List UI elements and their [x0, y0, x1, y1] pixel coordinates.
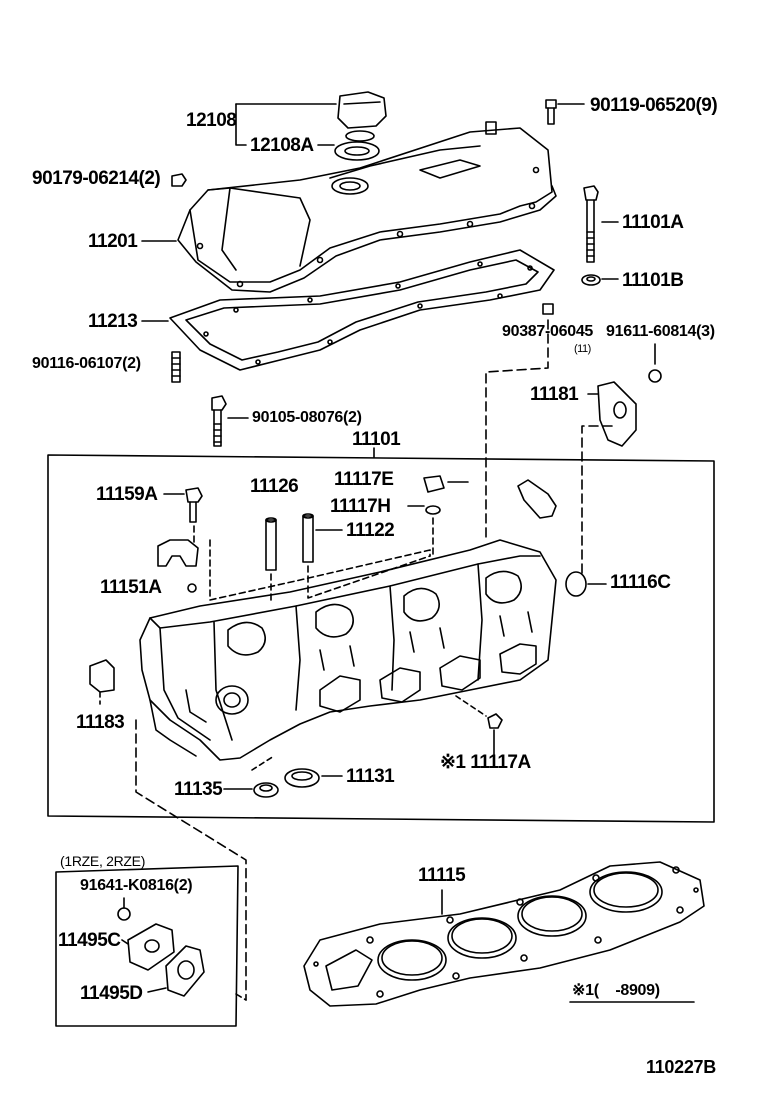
- valve-guide: [265, 513, 343, 571]
- cylinder-head-cover: [177, 121, 557, 293]
- label-11101: 11101: [352, 429, 401, 450]
- camshaft-seal: [284, 768, 343, 788]
- label-11213: 11213: [88, 311, 138, 332]
- nut-90179: [171, 173, 187, 187]
- plug-11117A: [455, 695, 503, 761]
- gasket-11495D: [147, 945, 205, 997]
- cylinder-head: [139, 539, 557, 761]
- label-11135: 11135: [174, 779, 223, 800]
- plug-91641: [117, 897, 131, 921]
- label-11159A: 11159A: [96, 484, 158, 505]
- label-11117H: 11117H: [330, 496, 391, 517]
- seal-11135: [223, 782, 279, 798]
- label-11115: 11115: [418, 865, 466, 886]
- wire-bracket: [517, 479, 557, 519]
- label-12108: 12108: [186, 110, 237, 131]
- label-91641: 91641-K0816(2): [80, 877, 193, 894]
- bolt-11159A: [163, 487, 203, 523]
- label-11495C: 11495C: [58, 930, 121, 951]
- label-90179: 90179-06214(2): [32, 168, 161, 189]
- label-90105: 90105-08076(2): [252, 409, 362, 426]
- label-11151A: 11151A: [100, 577, 162, 598]
- camshaft-bearing-cap: [157, 539, 199, 593]
- label-11101A: 11101A: [622, 212, 684, 233]
- diagram-code: 110227B: [646, 1057, 716, 1077]
- label-12108A: 12108A: [250, 135, 314, 156]
- label-11117E: 11117E: [334, 469, 394, 490]
- stud-90116: [171, 351, 181, 383]
- label-11183: 11183: [76, 712, 125, 733]
- label-11122: 11122: [346, 520, 395, 541]
- label-90116: 90116-06107(2): [32, 355, 141, 372]
- label-11181: 11181: [530, 384, 579, 405]
- head-bolt-washer: [581, 274, 619, 286]
- label-91611: 91611-60814(3): [606, 323, 715, 340]
- label-11495D: 11495D: [80, 983, 143, 1004]
- label-90387: 90387-06045: [502, 323, 594, 340]
- filler-cap-gasket: [334, 141, 380, 161]
- label-11126: 11126: [250, 476, 299, 497]
- head-bolt: [583, 185, 619, 263]
- oil-filler-cap: [337, 91, 387, 142]
- footnote: ※1( -8909): [572, 982, 660, 999]
- head-cover-gasket: [169, 249, 555, 371]
- label-90119: 90119-06520(9): [590, 95, 718, 116]
- label-11201: 11201: [88, 231, 138, 252]
- bushing-90387: [542, 303, 554, 315]
- engine-note: (1RZE, 2RZE): [60, 853, 146, 869]
- cover-plate-11495C: [121, 923, 175, 971]
- label-11117A: ※1 11117A: [440, 752, 531, 773]
- expansion-plug: [565, 571, 607, 597]
- label-11116C: 11116C: [610, 572, 671, 593]
- label-11131: 11131: [346, 766, 395, 787]
- label-11101B: 11101B: [622, 270, 684, 291]
- bolt-90119: [545, 99, 585, 125]
- plug-91611: [648, 343, 662, 383]
- cam-cap-insert: [89, 659, 115, 693]
- label-90387-qty: (11): [574, 343, 591, 355]
- bolt-90105: [211, 395, 249, 447]
- plug-11117E: [407, 475, 469, 515]
- cylinder-head-gasket: [303, 861, 705, 1007]
- engine-hanger: [587, 381, 637, 447]
